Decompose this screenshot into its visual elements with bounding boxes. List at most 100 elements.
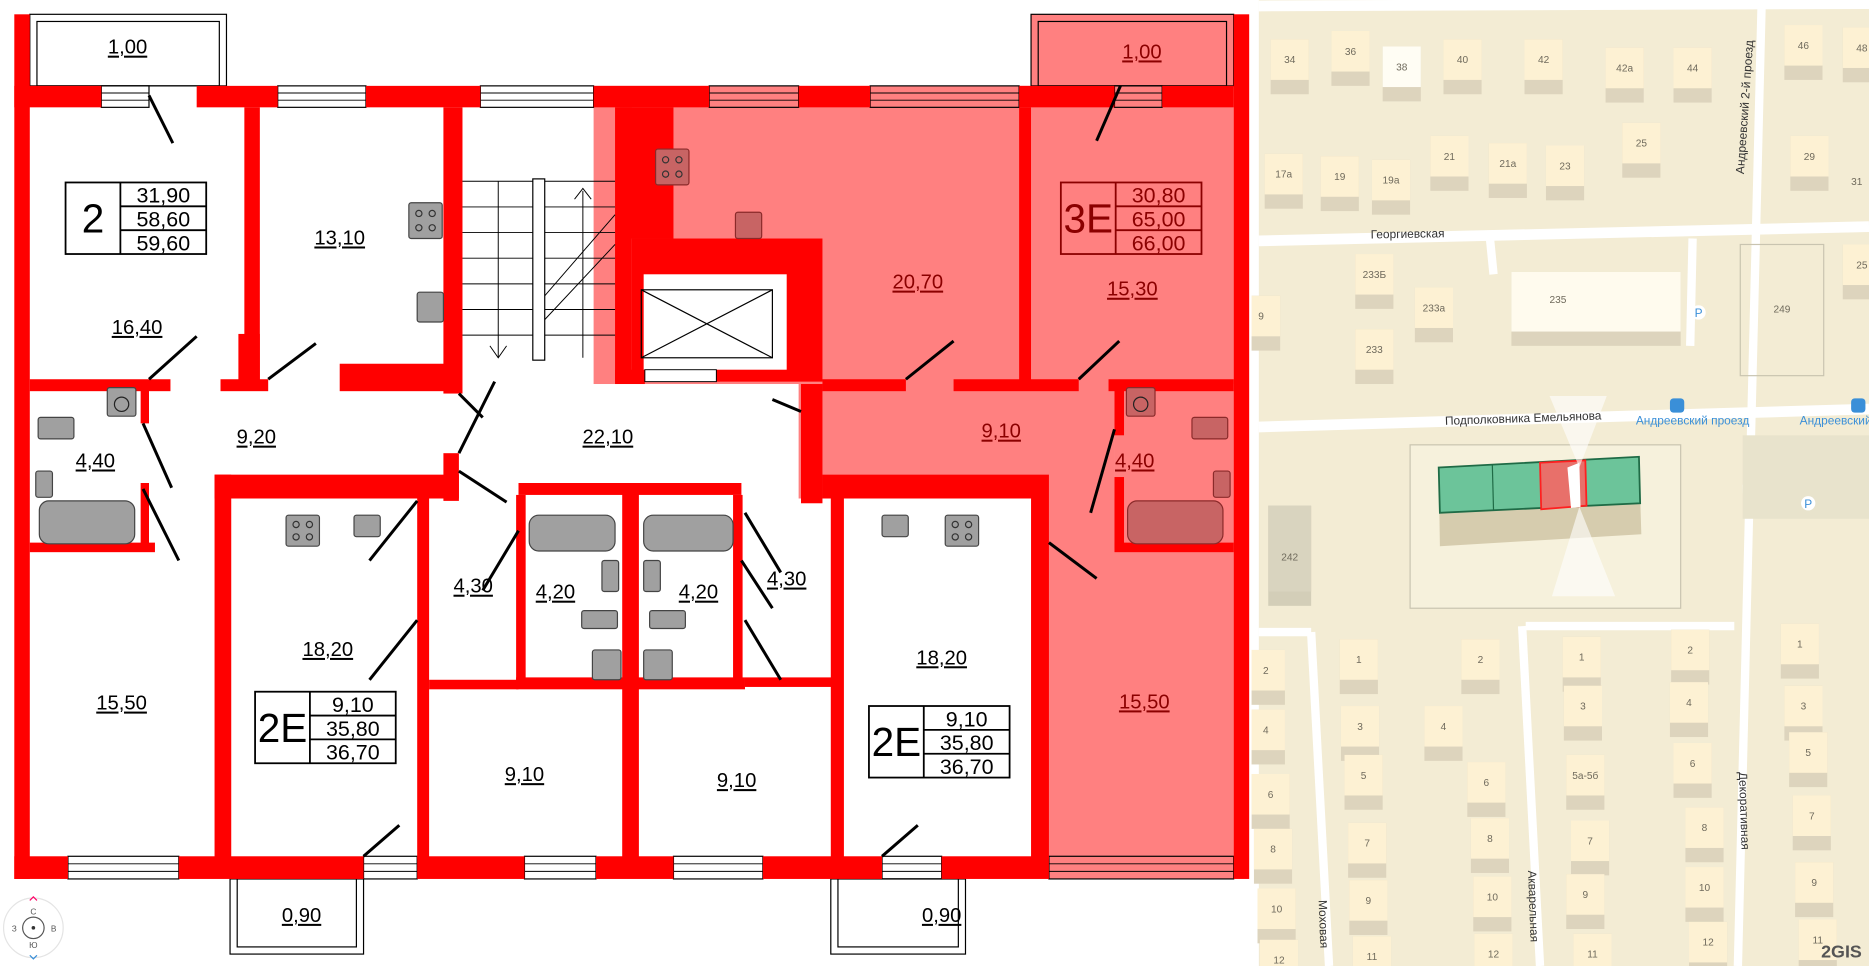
map-house[interactable]: 8 [1685, 807, 1724, 863]
map-house[interactable]: 21 [1430, 135, 1469, 191]
door[interactable] [1048, 541, 1098, 580]
door[interactable] [141, 488, 181, 562]
map-house[interactable]: 12 [1689, 921, 1728, 966]
map-house[interactable]: 4 [1669, 682, 1709, 738]
door[interactable] [362, 824, 401, 858]
door[interactable] [743, 512, 783, 574]
map-house[interactable]: 6 [1467, 762, 1506, 817]
door[interactable] [740, 559, 774, 610]
map-house[interactable]: 242 [1268, 505, 1312, 606]
wall [1114, 387, 1125, 436]
map-house[interactable]: 233 [1355, 329, 1394, 385]
door[interactable] [481, 529, 520, 592]
map-house[interactable]: 40 [1443, 39, 1482, 95]
map-house[interactable]: 5а-5б [1566, 754, 1605, 810]
map-house[interactable]: 9 [1349, 880, 1388, 935]
map-house[interactable]: 21а [1488, 143, 1527, 198]
map-house[interactable]: 25 [1842, 244, 1869, 300]
map-house[interactable]: 10 [1257, 888, 1296, 944]
door[interactable] [368, 619, 419, 681]
map-building-235[interactable]: 235 [1511, 271, 1681, 346]
door[interactable] [1089, 428, 1116, 514]
map-house[interactable]: 23 [1545, 145, 1585, 201]
door[interactable] [368, 499, 419, 562]
map-house[interactable]: 4 [1424, 706, 1463, 761]
map-house[interactable]: 2 [1246, 649, 1285, 705]
map-house[interactable]: 2 [1461, 639, 1500, 695]
map-house[interactable]: 19а [1371, 159, 1411, 215]
door[interactable] [904, 339, 955, 381]
map-house[interactable]: 1 [1780, 623, 1819, 679]
south-arrow-icon[interactable] [29, 954, 38, 960]
bus-stop-label[interactable]: Андреевский [1800, 414, 1869, 428]
map-house[interactable]: 11 [1798, 919, 1837, 966]
door[interactable] [457, 380, 496, 454]
map-house[interactable]: 29 [1790, 135, 1829, 191]
map-house[interactable]: 10 [1473, 876, 1512, 932]
apartment-type: 3Е [1063, 196, 1113, 242]
map-house[interactable]: 42а [1605, 47, 1644, 103]
house-block [1792, 795, 1831, 837]
map-house[interactable]: 3 [1563, 685, 1602, 741]
map-house[interactable]: 36 [1331, 31, 1370, 86]
map-house[interactable]: 6 [1251, 773, 1290, 829]
compass-widget[interactable]: С Ю З В [2, 895, 64, 960]
map-house[interactable]: 19 [1320, 156, 1359, 212]
map-house[interactable]: 42 [1524, 39, 1563, 95]
map-house[interactable]: 7 [1348, 822, 1387, 878]
map-house[interactable]: 44 [1673, 47, 1712, 103]
map-house[interactable]: 6 [1673, 742, 1712, 798]
map-house[interactable]: 34 [1270, 39, 1309, 95]
map-house[interactable]: 233Б [1355, 254, 1394, 309]
house-number: 233 [1366, 345, 1383, 356]
map-house[interactable]: 1 [1562, 636, 1601, 692]
bus-stop-icon[interactable] [1851, 398, 1866, 413]
map-house[interactable]: 8 [1470, 818, 1510, 873]
map-house[interactable]: 38 [1382, 46, 1421, 102]
bus-stop-label[interactable]: Андреевский проезд [1636, 414, 1750, 428]
door[interactable] [141, 422, 174, 489]
map-house[interactable]: 48 [1842, 27, 1869, 83]
map-house[interactable]: 8 [1253, 828, 1293, 884]
map-house[interactable]: 7 [1792, 795, 1831, 851]
north-arrow-icon[interactable] [29, 895, 38, 901]
map-house[interactable]: 9 [1566, 874, 1605, 930]
map-house[interactable]: 233а [1414, 287, 1454, 343]
map-house[interactable]: 11 [1352, 936, 1392, 966]
map-house[interactable]: 2 [1671, 629, 1710, 685]
door[interactable] [147, 94, 175, 144]
map-house[interactable]: 3 [1340, 706, 1380, 761]
door[interactable] [771, 398, 802, 413]
map-house[interactable]: 25 [1622, 122, 1661, 178]
selected-building[interactable] [1437, 395, 1642, 597]
bus-stop-icon[interactable] [1669, 398, 1685, 413]
map-house[interactable]: 4 [1246, 709, 1285, 765]
door[interactable] [1077, 339, 1121, 381]
map-house[interactable]: 5 [1789, 732, 1828, 788]
map-house[interactable]: 12 [1474, 933, 1513, 966]
door[interactable] [743, 619, 783, 681]
map-house[interactable]: 3 [1784, 685, 1823, 741]
door[interactable] [881, 824, 919, 858]
selected-apartment-area[interactable] [1031, 14, 1234, 385]
map-house[interactable]: 11 [1573, 933, 1612, 966]
selected-apartment-area[interactable] [1046, 856, 1234, 879]
map-house[interactable]: 46 [1784, 25, 1823, 80]
selected-apartment-area[interactable] [1046, 498, 1234, 859]
door[interactable] [267, 342, 317, 381]
map-house[interactable]: 5 [1344, 754, 1383, 810]
map-house[interactable]: 17а [1264, 153, 1303, 209]
door[interactable] [147, 335, 198, 381]
door[interactable] [1095, 85, 1122, 142]
map-house[interactable]: 7 [1571, 820, 1610, 876]
map-house[interactable]: 9 [1795, 862, 1834, 918]
map-house[interactable]: 10 [1685, 867, 1724, 922]
map-house[interactable]: 1 [1339, 639, 1378, 695]
map-house[interactable]: 12 [1259, 939, 1299, 966]
door[interactable] [458, 469, 508, 504]
